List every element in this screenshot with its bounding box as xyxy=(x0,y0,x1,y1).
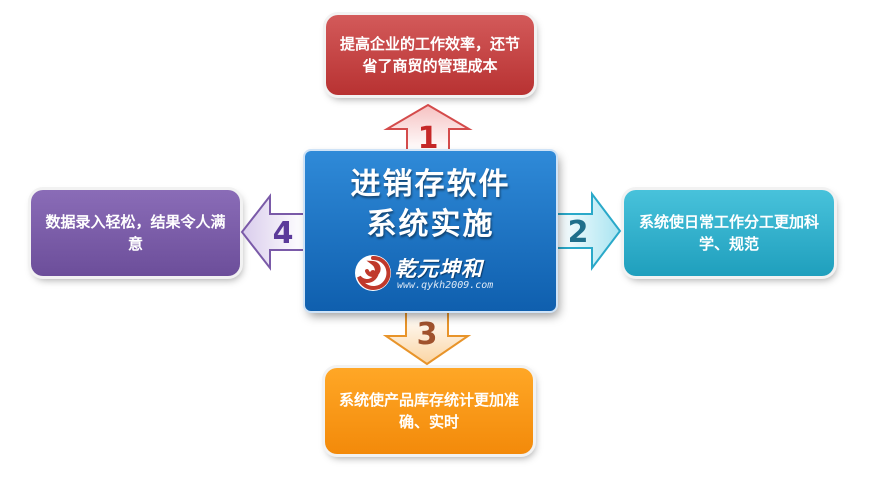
box-bottom-benefit: 系统使产品库存统计更加准确、实时 xyxy=(325,368,533,454)
center-title-line2: 系统实施 xyxy=(366,207,495,242)
arrow-down-number: 3 xyxy=(417,317,438,352)
center-title-line1: 进销存软件 xyxy=(350,167,511,202)
box-right-text: 系统使日常工作分工更加科学、规范 xyxy=(638,213,819,253)
logo-url: www.qykh2009.com xyxy=(397,280,494,291)
center-title: 进销存软件 系统实施 xyxy=(305,165,556,245)
arrow-right-icon: 2 xyxy=(555,191,622,271)
arrow-up-number: 1 xyxy=(418,121,439,156)
box-top-benefit: 提高企业的工作效率，还节省了商贸的管理成本 xyxy=(326,15,534,95)
box-left-text: 数据录入轻松，结果令人满意 xyxy=(45,213,226,253)
arrow-up-icon: 1 xyxy=(383,103,473,156)
arrow-down-icon: 3 xyxy=(382,311,472,366)
arrow-right-number: 2 xyxy=(568,215,589,250)
spiral-logo-icon xyxy=(355,255,391,291)
box-top-text: 提高企业的工作效率，还节省了商贸的管理成本 xyxy=(340,35,521,75)
box-left-benefit: 数据录入轻松，结果令人满意 xyxy=(31,190,240,276)
logo: 乾元坤和 www.qykh2009.com xyxy=(353,253,513,299)
box-bottom-text: 系统使产品库存统计更加准确、实时 xyxy=(339,391,520,431)
logo-text: 乾元坤和 xyxy=(395,257,483,281)
arrow-left-icon: 4 xyxy=(240,193,305,271)
arrow-left-number: 4 xyxy=(273,216,294,251)
center-box: 进销存软件 系统实施 乾元坤和 www.qykh2009.com xyxy=(305,151,556,311)
box-right-benefit: 系统使日常工作分工更加科学、规范 xyxy=(624,190,834,276)
